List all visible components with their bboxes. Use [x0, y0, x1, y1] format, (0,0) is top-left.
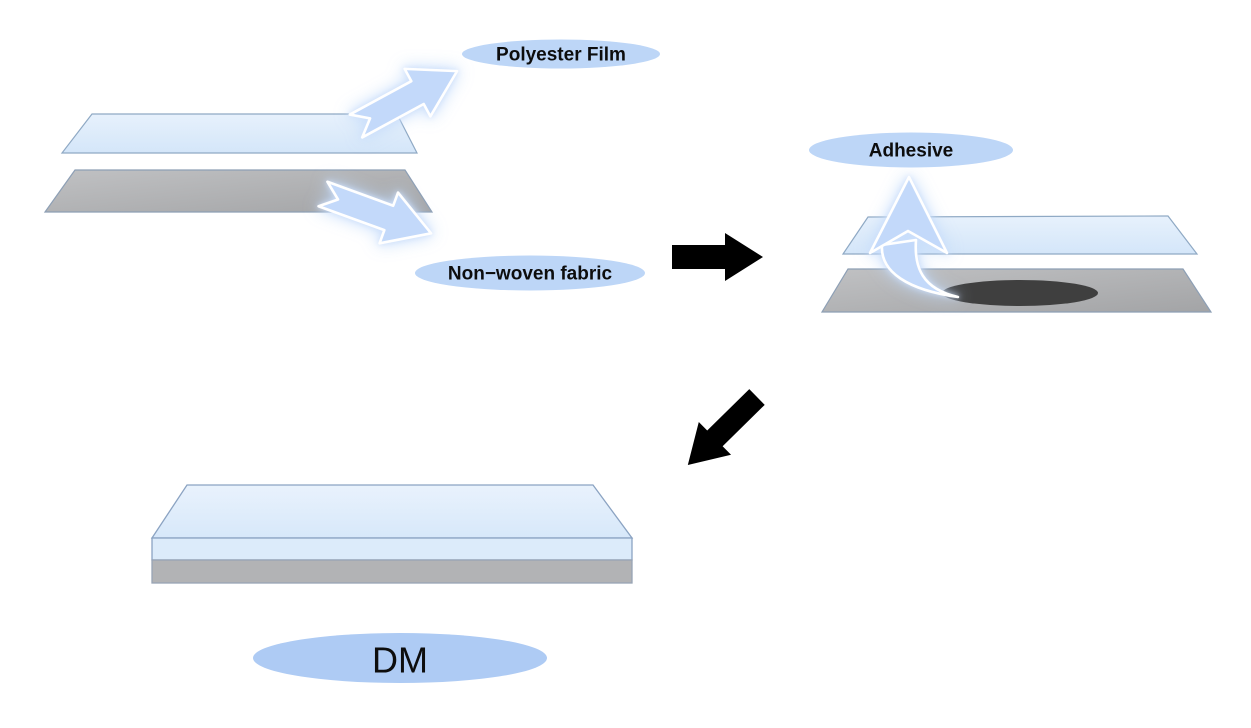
nonwoven-fabric-label-ellipse — [415, 255, 645, 291]
step-bonding: Adhesive — [809, 132, 1213, 313]
adhesive-spot-ellipse — [942, 280, 1098, 306]
curved-arrow-head-icon — [868, 175, 949, 255]
callout-arrow-down-icon — [317, 180, 433, 245]
adhesive-callout-arrow — [868, 175, 960, 299]
curved-arrow-tail — [880, 238, 960, 299]
dm-slab-fabric-layer — [151, 559, 633, 584]
dm-slab-top-face — [150, 484, 634, 539]
dm-label-ellipse — [253, 633, 547, 683]
polyester-film-sheet — [60, 113, 418, 154]
step-materials: Polyester Film Non−woven fabric — [43, 39, 660, 291]
adhesive-label: Adhesive — [869, 141, 953, 162]
dm-label: DM — [372, 640, 428, 681]
nonwoven-fabric-label: Non−woven fabric — [448, 264, 613, 285]
nonwoven-fabric-callout-arrow — [317, 180, 433, 245]
step-arrow-down-left-icon — [687, 389, 765, 465]
polyester-film-label: Polyester Film — [496, 45, 626, 66]
dm-slab-film-layer — [151, 537, 633, 561]
adhesive-label-ellipse — [809, 132, 1013, 168]
polyester-film-label-ellipse — [462, 39, 660, 69]
step-arrow-right-icon — [672, 233, 763, 281]
step-result: DM — [150, 484, 634, 683]
polyester-film-callout-arrow — [348, 67, 459, 139]
callout-arrow-up-icon — [348, 67, 459, 139]
